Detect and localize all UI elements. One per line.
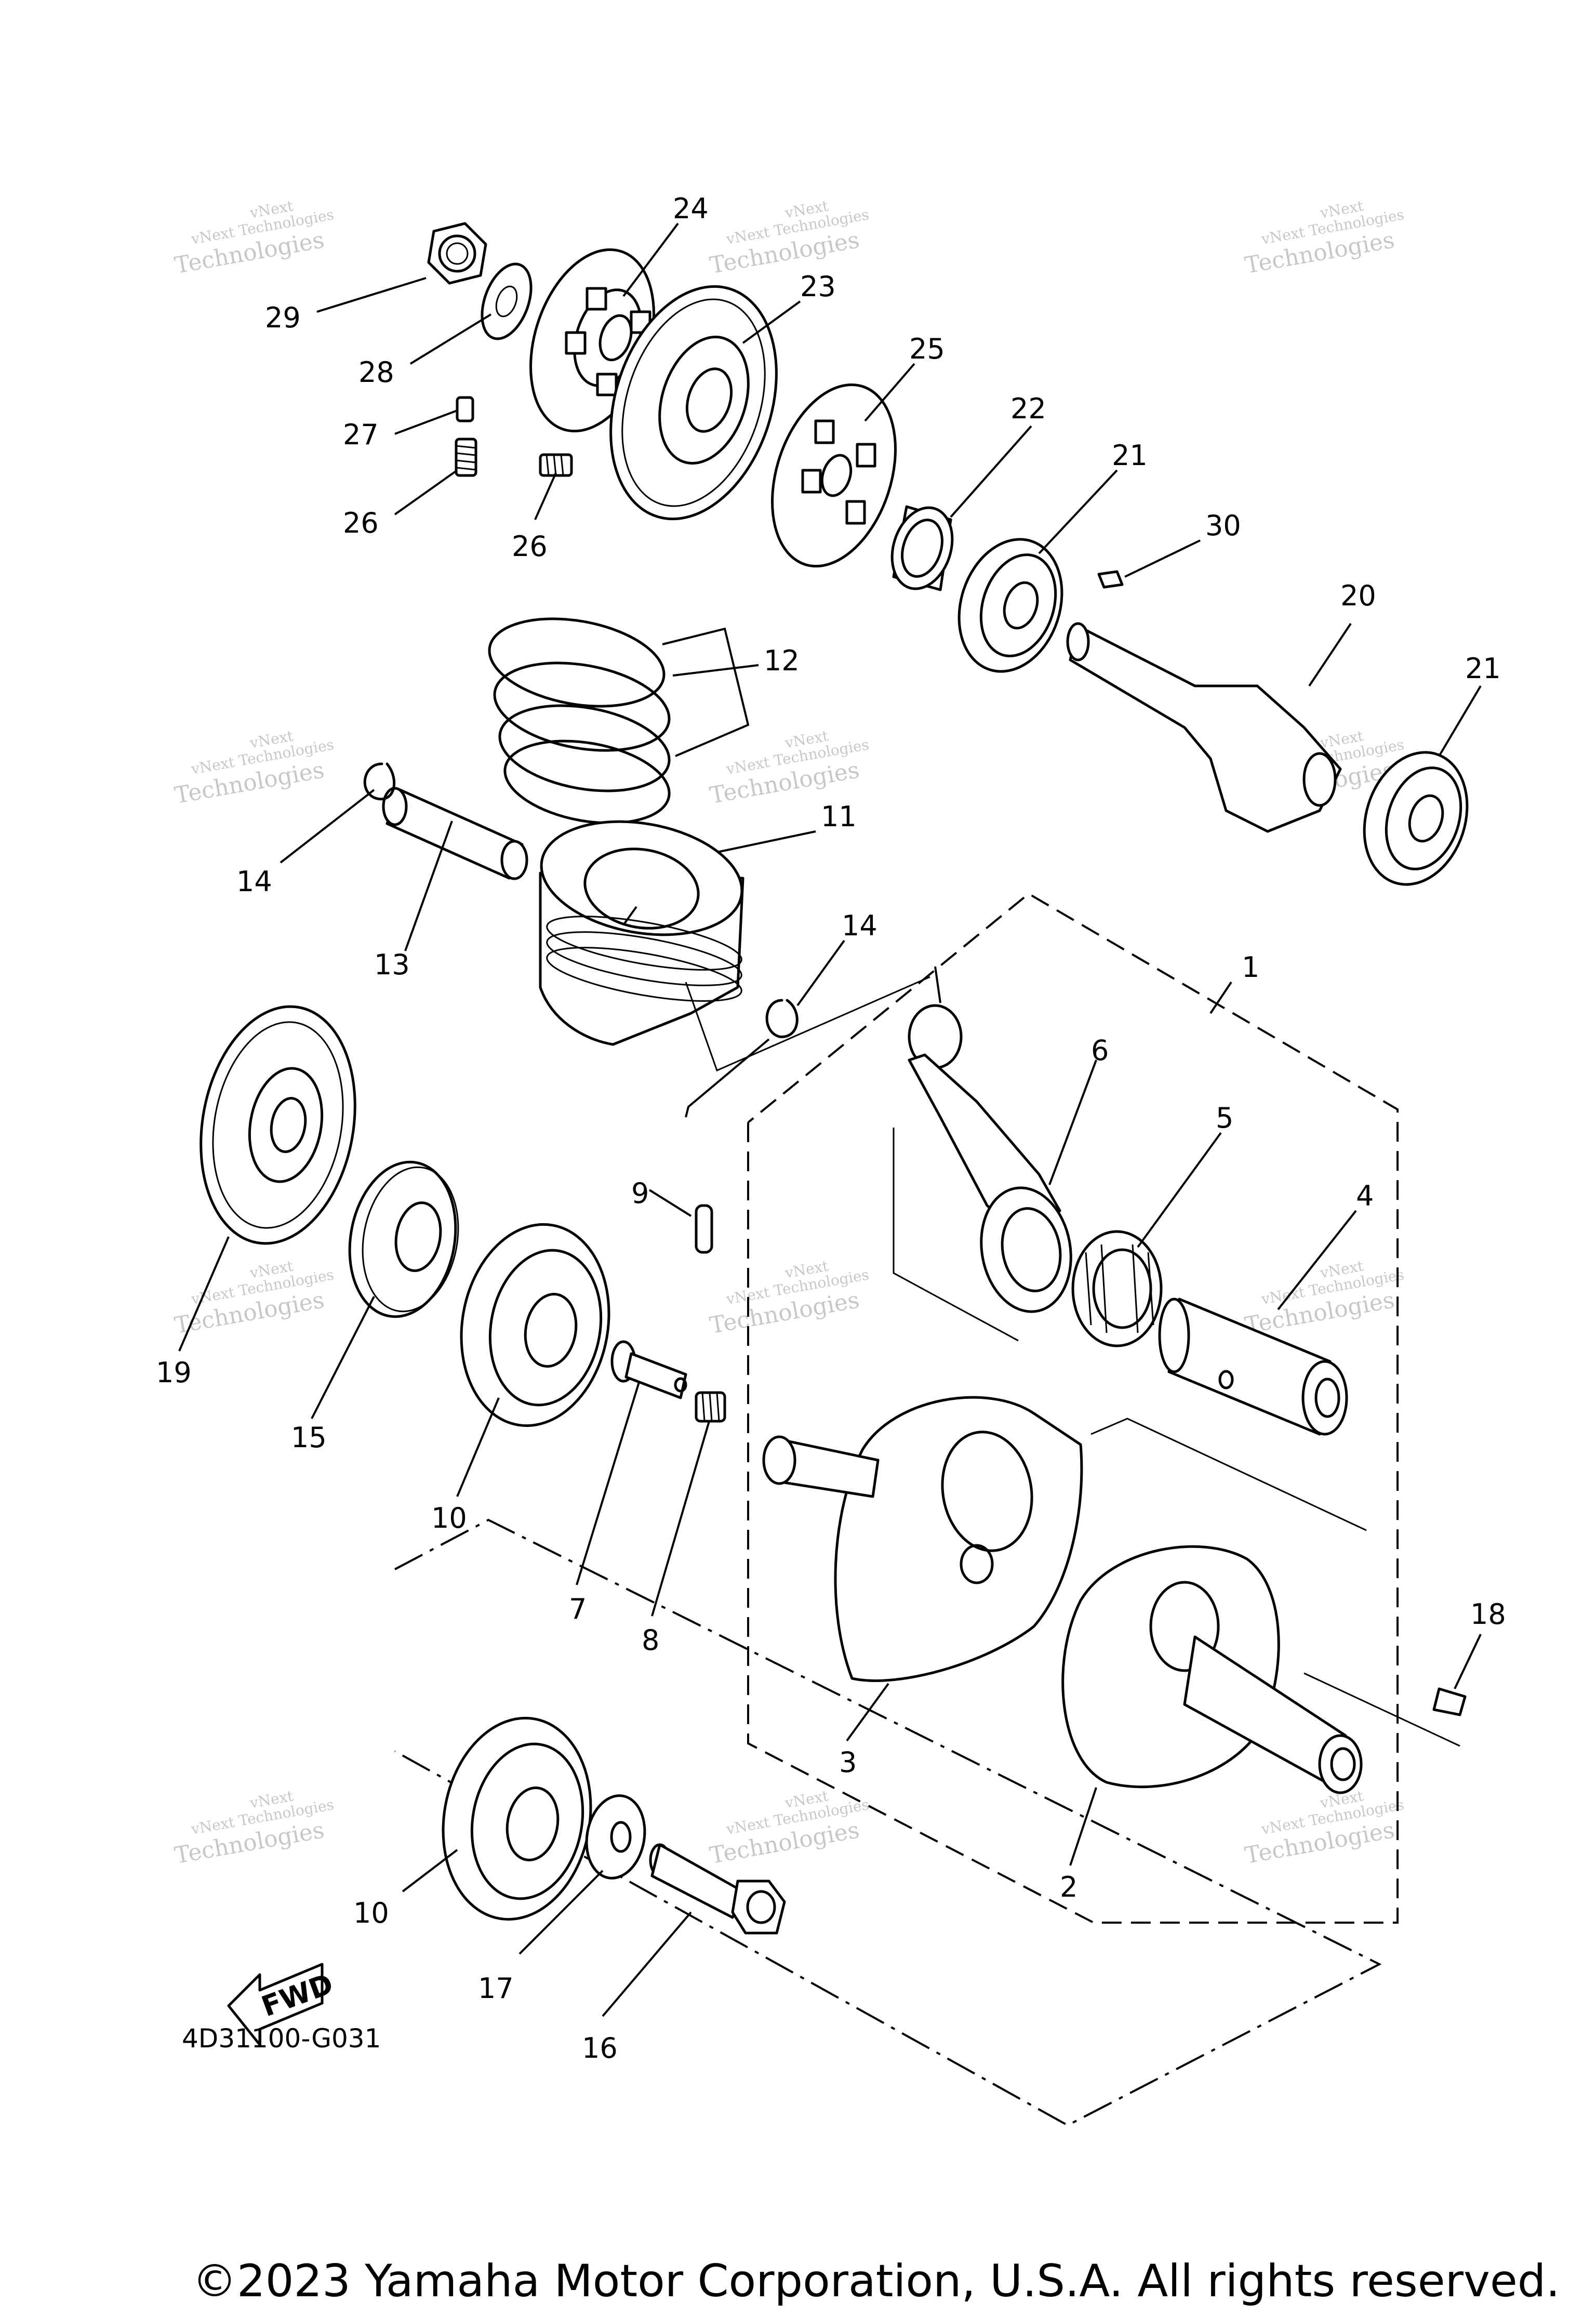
- drive-gear-23: [609, 285, 778, 521]
- key-30: [1097, 570, 1124, 589]
- callout-23: 23: [800, 270, 836, 303]
- watermark: vNext vNext Technologies Technologies: [1243, 1257, 1405, 1339]
- callout-3: 3: [839, 1746, 857, 1779]
- callout-25: 25: [909, 333, 945, 365]
- connecting-rod-6: [908, 1004, 1072, 1313]
- callout-8: 8: [642, 1624, 659, 1657]
- washer-17: [585, 1794, 646, 1880]
- spring-26a: [455, 438, 477, 477]
- callout-11: 11: [821, 800, 857, 833]
- crank-pin-4: [1158, 1298, 1348, 1436]
- watermark: vNext vNext Technologies Technologies: [172, 197, 335, 279]
- circlip-14b: [765, 999, 799, 1038]
- watermark: vNext vNext Technologies Technologies: [172, 1257, 335, 1339]
- callout-30: 30: [1205, 509, 1241, 542]
- callout-29: 29: [265, 301, 301, 334]
- pin-27: [456, 396, 474, 422]
- callout-16: 16: [582, 2032, 618, 2064]
- callout-1: 1: [1242, 951, 1259, 984]
- callout-4: 4: [1356, 1180, 1374, 1212]
- callout-21-upper: 21: [1112, 439, 1148, 472]
- callout-14-left: 14: [236, 865, 272, 898]
- gear-15: [348, 1160, 459, 1318]
- watermark: vNext vNext Technologies Technologies: [708, 1257, 870, 1339]
- copyright-notice: ©2023 Yamaha Motor Corporation, U.S.A. A…: [192, 2255, 1560, 2307]
- plate-25: [771, 383, 897, 568]
- watermark: vNext vNext Technologies Technologies: [708, 197, 870, 279]
- watermark: vNext vNext Technologies Technologies: [172, 1787, 335, 1869]
- crank-web-3: [762, 1396, 1083, 1682]
- callout-5: 5: [1216, 1102, 1233, 1134]
- callout-2: 2: [1060, 1871, 1078, 1903]
- watermark: vNext vNext Technologies Technologies: [1243, 1787, 1405, 1869]
- callout-21-lower: 21: [1465, 652, 1501, 685]
- bearing-10-upper: [460, 1223, 610, 1427]
- callout-12: 12: [764, 644, 800, 677]
- watermark: vNext vNext Technologies Technologies: [172, 727, 335, 809]
- callout-22: 22: [1010, 392, 1046, 425]
- callout-28: 28: [358, 356, 394, 389]
- bearing-21-lower: [1363, 751, 1469, 886]
- bearing-21-upper: [957, 538, 1063, 673]
- callout-7: 7: [569, 1593, 587, 1625]
- callout-10-lower: 10: [353, 1897, 389, 1929]
- pin-9: [695, 1204, 713, 1254]
- lower-bearing-outline: [394, 1518, 1382, 2127]
- bolt-7: [610, 1340, 687, 1399]
- bearing-10-lower: [442, 1716, 592, 1921]
- crank-web-2: [1061, 1545, 1363, 1794]
- nut-29: [427, 222, 487, 285]
- lock-washer-28: [481, 262, 533, 340]
- callout-24: 24: [673, 192, 709, 225]
- collar-22: [890, 505, 954, 591]
- callout-9: 9: [631, 1177, 649, 1210]
- key-18: [1432, 1687, 1467, 1716]
- callout-26-right: 26: [512, 530, 548, 563]
- circlip-14a: [363, 762, 396, 800]
- callout-labels: 24 29 23 28 25 27 22 21 26 26 30 20 12 2…: [156, 192, 1506, 2064]
- primary-gear-19: [200, 1005, 356, 1245]
- watermark: vNext vNext Technologies Technologies: [708, 1787, 870, 1869]
- callout-17: 17: [478, 1972, 514, 2005]
- callout-18: 18: [1470, 1598, 1506, 1631]
- callout-26-left: 26: [343, 507, 379, 539]
- needle-bearing-5: [1071, 1230, 1163, 1347]
- piston-pin-13: [382, 787, 528, 880]
- spring-26b: [539, 453, 573, 477]
- watermark: vNext vNext Technologies Technologies: [1243, 197, 1405, 279]
- callout-13: 13: [374, 948, 410, 981]
- spring-8: [695, 1391, 726, 1423]
- figure-code: 4D31100-G031: [182, 2023, 381, 2054]
- callout-14-right: 14: [842, 909, 877, 942]
- leader-lines: [178, 222, 1482, 2017]
- balancer-shaft-20: [1066, 622, 1342, 833]
- callout-20: 20: [1340, 579, 1376, 612]
- crankshaft-assembly-outline: [747, 892, 1399, 1924]
- callout-10-upper: 10: [431, 1502, 467, 1534]
- callout-27: 27: [343, 418, 379, 451]
- callout-19: 19: [156, 1356, 192, 1389]
- callout-6: 6: [1091, 1034, 1109, 1067]
- assembly-outline: [394, 892, 1399, 2127]
- bolt-16: [649, 1843, 786, 1935]
- piston-rings-12: [488, 617, 671, 825]
- callout-15: 15: [291, 1421, 327, 1454]
- piston-11: [539, 820, 744, 1046]
